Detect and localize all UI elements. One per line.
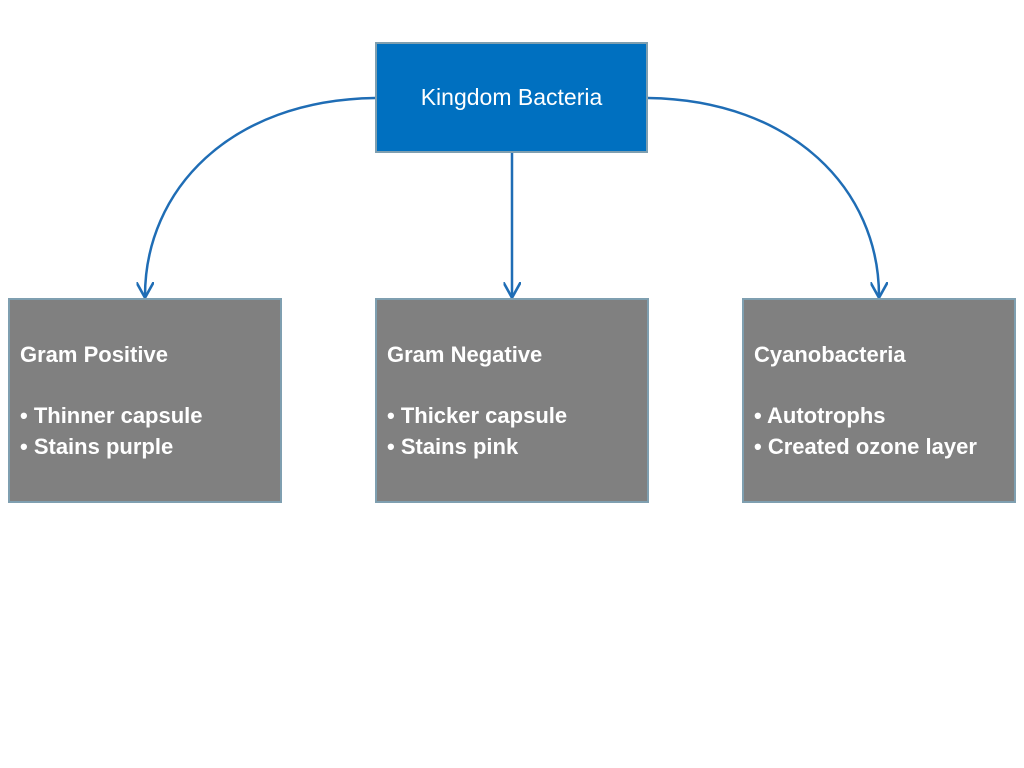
node-title: Gram Positive — [20, 342, 168, 367]
node-title: Cyanobacteria — [754, 342, 906, 367]
connector-right — [647, 96, 879, 296]
root-node-label: Kingdom Bacteria — [420, 84, 603, 110]
node-gram-negative: Gram Negative • Thicker capsule • Stains… — [375, 298, 649, 503]
node-cyanobacteria: Cyanobacteria • Autotrophs • Created ozo… — [742, 298, 1016, 503]
node-bullet: • Stains purple — [20, 434, 174, 459]
node-title: Gram Negative — [387, 342, 543, 367]
node-bullet: • Thicker capsule — [387, 403, 568, 428]
connector-left — [145, 96, 376, 296]
node-gram-positive: Gram Positive • Thinner capsule • Stains… — [8, 298, 282, 503]
node-bullet: • Created ozone layer — [754, 434, 977, 459]
root-node-kingdom-bacteria: Kingdom Bacteria — [375, 42, 648, 153]
node-bullet: • Stains pink — [387, 434, 519, 459]
node-bullet: • Autotrophs — [754, 403, 886, 428]
node-bullet: • Thinner capsule — [20, 403, 203, 428]
